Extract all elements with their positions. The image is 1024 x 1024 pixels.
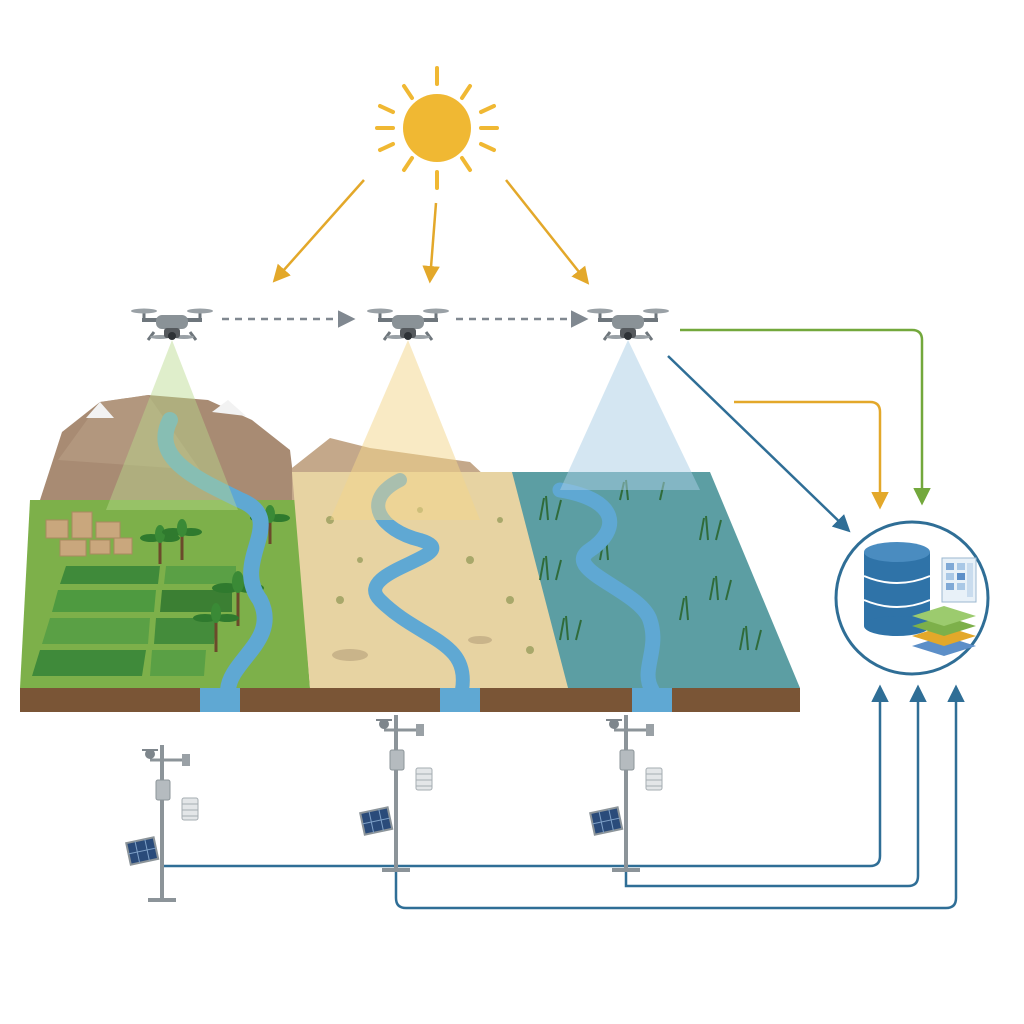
drone-icon — [365, 306, 451, 342]
sunlight-arrows — [272, 179, 590, 285]
link-station-oasis — [160, 684, 889, 868]
link-green — [680, 328, 931, 506]
sensor-beam-desert — [330, 340, 480, 520]
wetland-zone — [512, 472, 800, 688]
sunlight-arrow-desert — [422, 202, 440, 284]
village — [45, 511, 133, 557]
link-station-desert — [394, 684, 965, 910]
map-layers-icon — [912, 606, 976, 656]
map-sheet-icon — [941, 557, 977, 603]
soil-layer — [20, 688, 800, 712]
palm-tree-icon — [140, 505, 290, 652]
database-icon — [863, 542, 931, 636]
weather-station-icon — [588, 713, 664, 872]
link-blue-drone — [667, 355, 851, 533]
link-station-wetland — [624, 684, 927, 888]
drone-icon — [585, 306, 671, 342]
desert-shrub-icon — [326, 507, 534, 661]
weather-station-icon — [124, 743, 200, 902]
sunlight-arrow-wetland — [505, 179, 590, 285]
weather-station-icon — [358, 713, 434, 872]
link-yellow — [734, 400, 889, 510]
desert-zone — [292, 472, 568, 688]
sun-icon — [375, 66, 499, 190]
sensor-beam-oasis — [106, 340, 238, 510]
drone-icon — [129, 306, 215, 342]
sunlight-arrow-oasis — [272, 179, 365, 283]
data-links — [160, 328, 965, 910]
data-hub — [834, 520, 990, 676]
sensor-beam-wetland — [560, 340, 700, 490]
